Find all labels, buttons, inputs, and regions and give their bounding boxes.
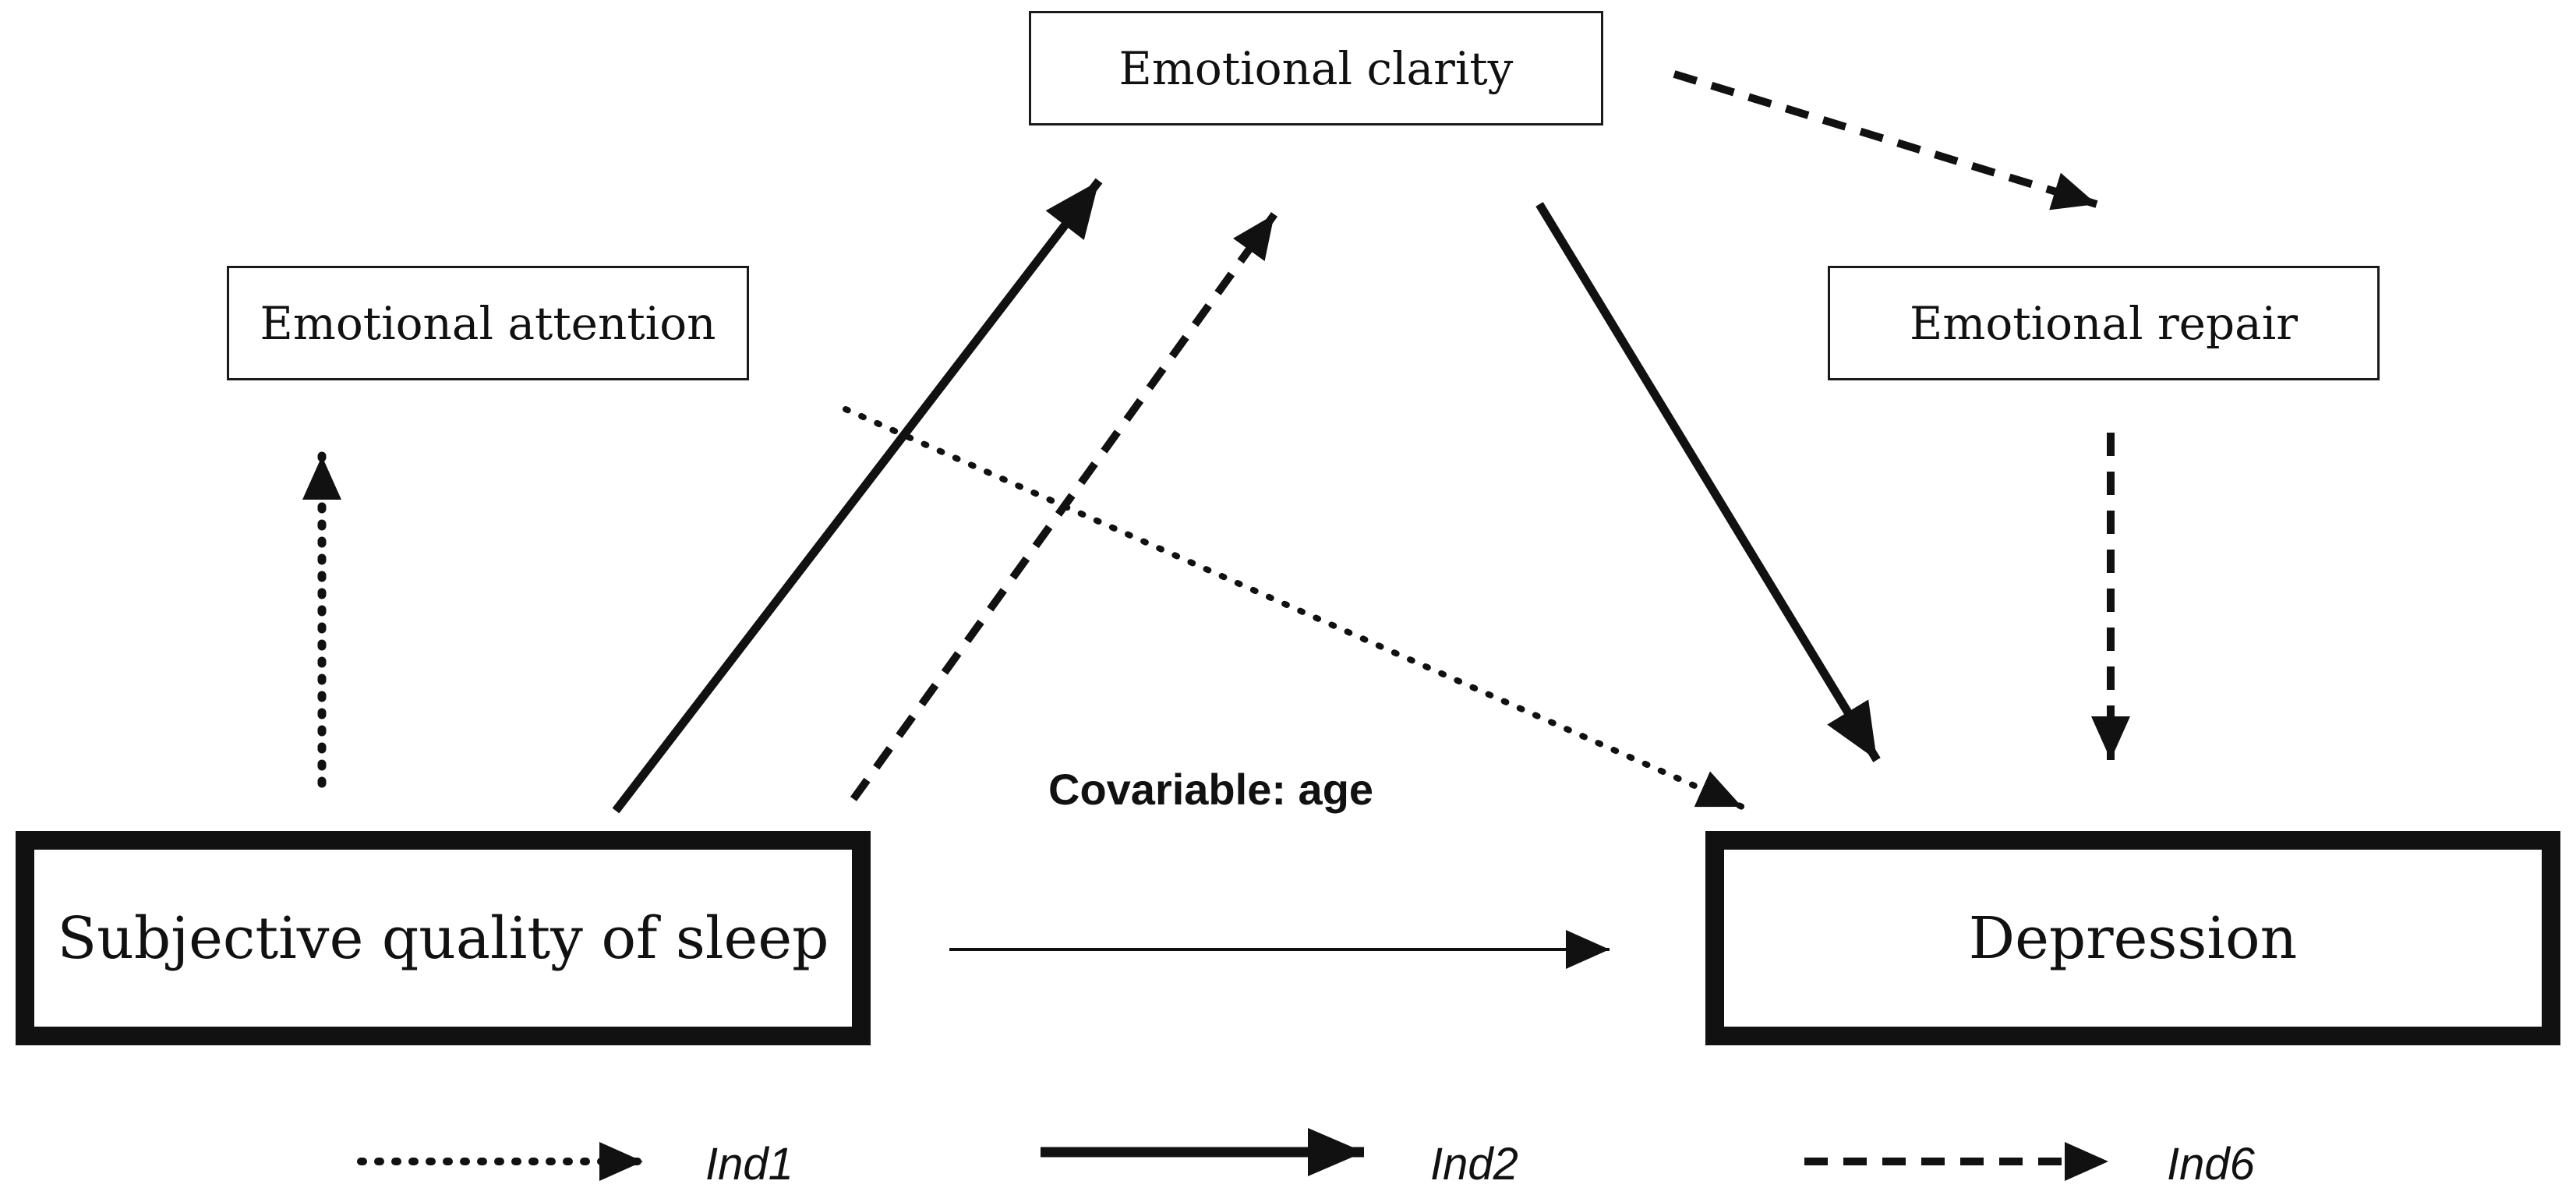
- node-subjective-sleep-quality: Subjective quality of sleep: [16, 831, 871, 1045]
- arrow-sleep-to-clarity-dashed: [850, 212, 1278, 801]
- node-depression: Depression: [1705, 831, 2560, 1045]
- node-emotional-attention-label: Emotional attention: [260, 296, 716, 350]
- node-emotional-clarity: Emotional clarity: [1029, 11, 1603, 126]
- node-depression-label: Depression: [1968, 904, 2298, 972]
- arrow-clarity-to-repair: [1673, 70, 2098, 210]
- node-emotional-repair: Emotional repair: [1828, 266, 2380, 380]
- arrow-attention-to-depression: [843, 406, 1745, 810]
- node-emotional-attention: Emotional attention: [227, 266, 749, 380]
- arrow-clarity-to-depression: [1535, 202, 1881, 762]
- arrow-sleep-to-clarity: [612, 178, 1103, 814]
- legend-label-ind6: Ind6: [2167, 1139, 2255, 1190]
- node-subjective-sleep-quality-label: Subjective quality of sleep: [57, 904, 829, 972]
- node-emotional-clarity-label: Emotional clarity: [1118, 41, 1514, 95]
- legend-label-ind1: Ind1: [705, 1139, 793, 1190]
- legend-label-ind2: Ind2: [1430, 1139, 1518, 1190]
- node-emotional-repair-label: Emotional repair: [1910, 296, 2298, 350]
- covariate-label: Covariable: age: [1048, 765, 1374, 814]
